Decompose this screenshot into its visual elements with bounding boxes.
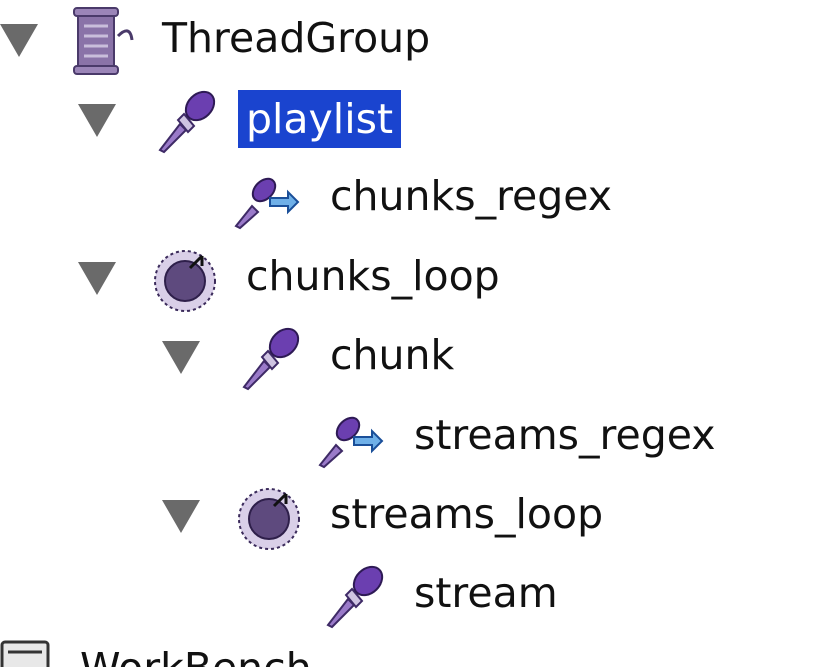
loop-icon [234,482,304,552]
tree-node-label: stream [414,569,558,617]
workbench-icon [0,638,52,667]
tree-node-stream[interactable]: stream [0,555,830,635]
tree-node-label: chunks_loop [246,252,500,300]
tree-node-label: chunks_regex [330,172,613,220]
expand-toggle-icon[interactable] [78,104,116,137]
dropper-icon [150,86,220,156]
tree-node-streams-loop[interactable]: streams_loop [0,476,830,556]
tree-node-label: chunk [330,331,455,379]
dropper-icon [234,323,304,393]
tree-node-chunks-regex[interactable]: chunks_regex [0,158,830,238]
tree-node-threadgroup[interactable]: ThreadGroup [0,0,830,80]
expand-toggle-icon[interactable] [162,500,200,533]
expand-toggle-icon[interactable] [78,262,116,295]
tree-node-workbench[interactable]: WorkBench [0,628,830,667]
dropper-icon [318,561,388,631]
tree-node-label: WorkBench [72,642,320,667]
tree-node-label: ThreadGroup [162,14,431,62]
expand-toggle-icon[interactable] [162,341,200,374]
tree-node-chunk[interactable]: chunk [0,317,830,397]
dropper-arrow-icon [314,403,384,473]
spool-icon [70,6,140,76]
tree-node-chunks-loop[interactable]: chunks_loop [0,238,830,318]
tree-node-playlist[interactable]: playlist [0,80,830,160]
tree-node-streams-regex[interactable]: streams_regex [0,397,830,477]
tree-node-label: streams_regex [414,411,716,459]
expand-toggle-icon[interactable] [0,24,38,57]
tree-node-label: streams_loop [330,490,604,538]
loop-icon [150,244,220,314]
dropper-arrow-icon [230,164,300,234]
tree-node-label: playlist [238,90,402,148]
